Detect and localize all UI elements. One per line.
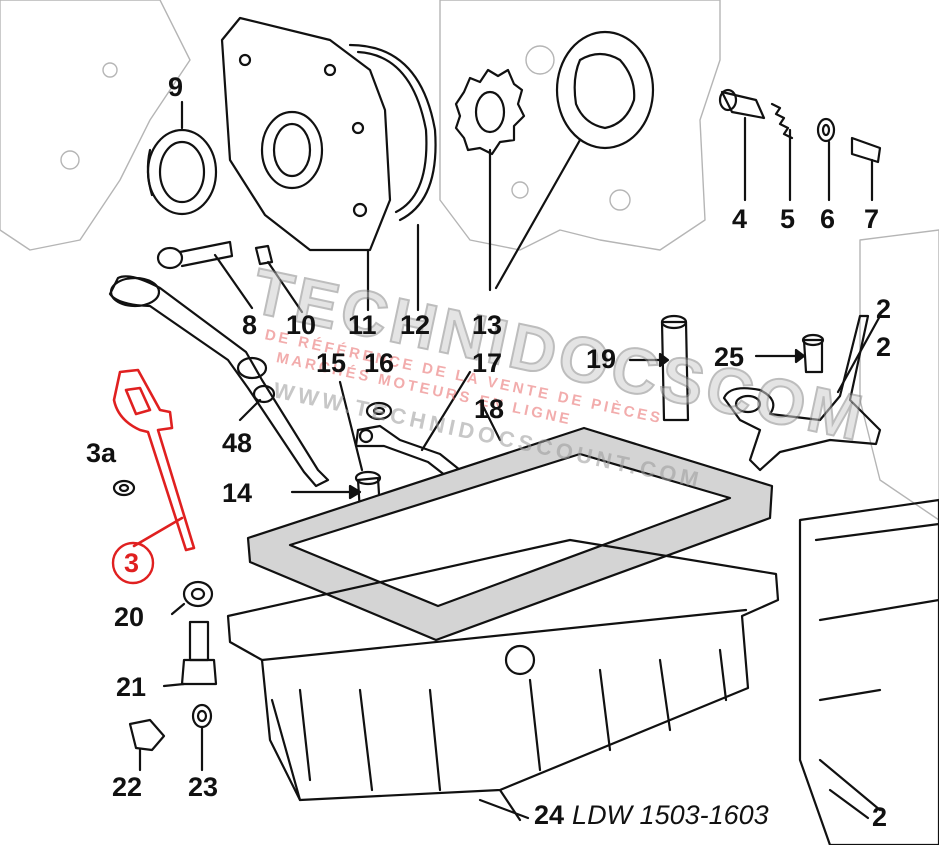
label-7: 7 [864,204,880,234]
oil-pipe-part [722,314,882,472]
label-9: 9 [168,72,184,102]
label-5: 5 [780,204,796,234]
copper-washer-part [191,703,213,772]
label-8: 8 [242,310,258,340]
caption-model: LDW 1503-1603 [572,800,769,830]
label-21: 21 [116,672,147,702]
oil-pan-gasket-part [246,402,774,642]
label-2-top: 2 [876,294,892,324]
plug-part [850,136,882,202]
label-13: 13 [472,310,503,340]
oil-pan-part [226,538,780,822]
label-23: 23 [188,772,219,802]
label-2-mid: 2 [876,332,892,362]
bushing-part [718,88,766,202]
label-2-bottom: 2 [872,802,888,832]
cover-bolt-part [156,240,254,310]
label-48: 48 [222,428,253,458]
dowel-pin-part [254,244,304,314]
alt-oil-pan-part [798,498,939,845]
leader-2c [828,788,870,820]
label-14: 14 [222,478,253,508]
stud-part [628,314,690,422]
dipstick-tube-part [108,275,330,488]
seal-ring-part [146,100,218,216]
label-3-highlighted: 3 [124,548,140,578]
oil-pump-rotor-part [494,30,655,290]
label-20: 20 [114,602,145,632]
nut-part [170,580,214,616]
dipstick-part-highlighted [111,368,196,585]
dipstick-washer-part [112,479,136,497]
bolt-part [162,620,218,688]
label-4: 4 [732,204,748,234]
label-25: 25 [714,342,745,372]
washer-part [816,117,836,202]
label-16: 16 [364,348,395,378]
label-15: 15 [316,348,347,378]
cover-gasket-part [348,43,437,312]
spring-part [770,102,794,202]
flange-bolt-part [754,333,825,374]
label-3a: 3a [86,438,117,468]
engine-block-background [0,0,939,521]
timing-cover-part [220,16,392,312]
caption-part-number: 24 [534,800,565,830]
label-19: 19 [586,344,617,374]
label-12: 12 [400,310,431,340]
label-10: 10 [286,310,317,340]
label-11: 11 [348,310,377,340]
label-22: 22 [112,772,143,802]
label-17: 17 [472,348,503,378]
oil-pump-gear-part [454,68,526,292]
label-18: 18 [474,394,505,424]
leader-24 [478,798,530,820]
sealing-washer-part [365,401,393,421]
label-6: 6 [820,204,836,234]
drain-plug-part [128,718,166,772]
